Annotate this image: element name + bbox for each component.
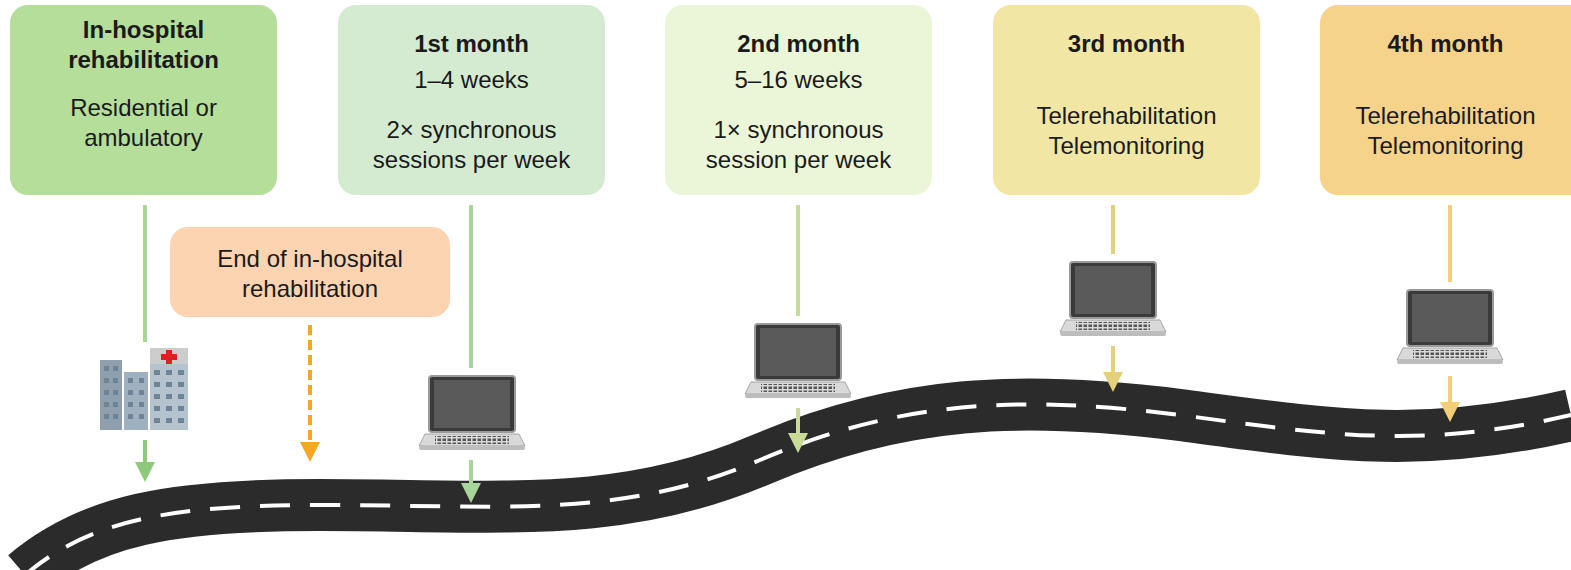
arrow	[469, 460, 473, 493]
dashed-arrow	[308, 325, 312, 452]
laptop-icon	[1397, 290, 1503, 364]
phase-text: 2× synchronous sessions per week	[350, 115, 593, 175]
phase-box: 3rd monthTelerehabilitation Telemonitori…	[993, 5, 1260, 195]
laptop-icon	[419, 376, 525, 450]
phase-text: 5–16 weeks	[677, 65, 920, 95]
phase-text: Residential or ambulatory	[22, 93, 265, 153]
phase-heading: In-hospital rehabilitation	[22, 15, 265, 75]
arrow	[1111, 346, 1115, 382]
arrow	[1448, 376, 1452, 412]
phase-heading: 3rd month	[1005, 29, 1248, 59]
laptop-icon	[1060, 262, 1166, 336]
stem-line	[469, 205, 473, 368]
phase-text: 1–4 weeks	[350, 65, 593, 95]
stem-line	[143, 205, 147, 342]
phase-heading: 2nd month	[677, 29, 920, 59]
hospital-icon	[100, 348, 188, 430]
phase-box: 2nd month 5–16 weeks 1× synchronous sessio…	[665, 5, 932, 195]
phase-heading: 4th month	[1332, 29, 1559, 59]
laptop-icon	[745, 324, 851, 398]
stem-line	[1448, 205, 1452, 282]
arrow	[796, 408, 800, 443]
phase-box: In-hospital rehabilitationResidential or…	[10, 5, 277, 195]
stem-line	[796, 205, 800, 316]
phase-text: Telerehabilitation Telemonitoring	[1005, 101, 1248, 161]
phase-heading: 1st month	[350, 29, 593, 59]
phase-text: 1× synchronous session per week	[677, 115, 920, 175]
road-marking	[25, 404, 1571, 570]
phase-box: 1st month 1–4 weeks 2× synchronous session…	[338, 5, 605, 195]
stem-line	[1111, 205, 1115, 254]
phase-box: 4th monthTelerehabilitation Telemonitori…	[1320, 5, 1571, 195]
arrow	[143, 440, 147, 472]
phase-text: End of in-hospital rehabilitation	[182, 244, 438, 304]
phase-text: Telerehabilitation Telemonitoring	[1332, 101, 1559, 161]
road	[25, 404, 1571, 570]
milestone-box: End of in-hospital rehabilitation	[170, 227, 450, 317]
